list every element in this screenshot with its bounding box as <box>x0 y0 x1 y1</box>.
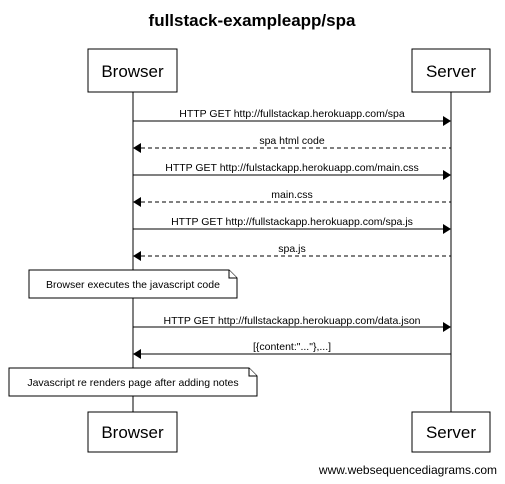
message-5: HTTP GET http://fullstackapp.herokuapp.c… <box>133 216 451 234</box>
actor-server-top: Server <box>411 48 491 93</box>
actor-browser-bottom: Browser <box>87 411 178 453</box>
actor-server-top-label: Server <box>426 62 476 81</box>
message-1-label: HTTP GET http://fullstackap.herokuapp.co… <box>179 108 405 120</box>
message-5-label: HTTP GET http://fullstackapp.herokuapp.c… <box>171 216 413 228</box>
note-2-text: Javascript re renders page after adding … <box>27 377 238 389</box>
message-7-label: HTTP GET http://fullstackapp.herokuapp.c… <box>164 315 421 327</box>
message-6-label: spa.js <box>278 243 305 255</box>
note-2: Javascript re renders page after adding … <box>8 367 258 397</box>
message-7: HTTP GET http://fullstackapp.herokuapp.c… <box>133 315 451 332</box>
diagram-title: fullstack-exampleapp/spa <box>149 11 356 30</box>
message-2-label: spa html code <box>259 135 325 147</box>
footer-credit: www.websequencediagrams.com <box>318 463 497 477</box>
actor-server-bottom-label: Server <box>426 423 476 442</box>
message-4-label: main.css <box>271 189 312 201</box>
message-3: HTTP GET http://fulstackapp.herokuapp.co… <box>133 162 451 180</box>
actor-browser-bottom-label: Browser <box>101 423 164 442</box>
note-1: Browser executes the javascript code <box>28 269 238 299</box>
actor-browser-top-label: Browser <box>101 62 164 81</box>
message-1: HTTP GET http://fullstackap.herokuapp.co… <box>133 108 451 126</box>
note-1-text: Browser executes the javascript code <box>46 279 220 291</box>
message-4: main.css <box>133 189 451 207</box>
message-6: spa.js <box>133 243 451 261</box>
actor-server-bottom: Server <box>411 411 491 453</box>
message-8-label: [{content:"..."},...] <box>253 341 331 353</box>
message-3-label: HTTP GET http://fulstackapp.herokuapp.co… <box>165 162 418 174</box>
message-2: spa html code <box>133 135 451 153</box>
message-8: [{content:"..."},...] <box>133 341 451 359</box>
actor-browser-top: Browser <box>87 48 178 93</box>
